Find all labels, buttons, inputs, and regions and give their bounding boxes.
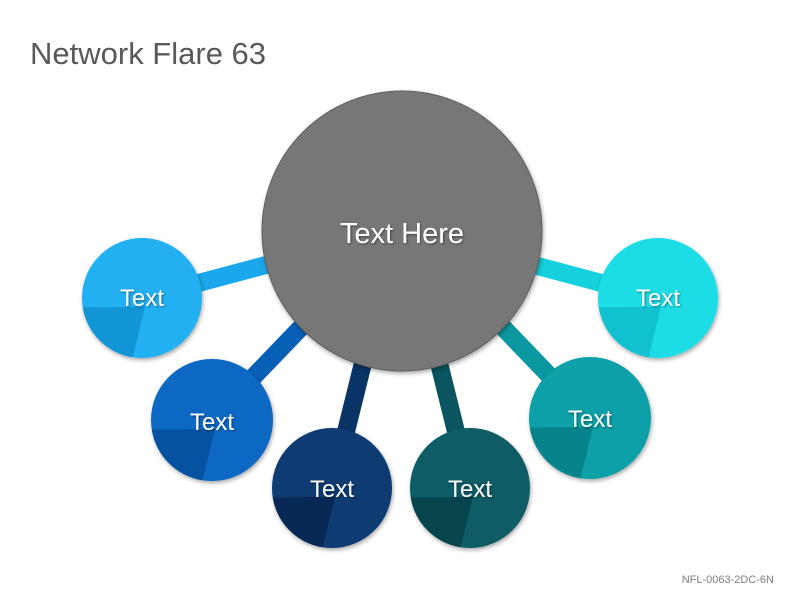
hub-node: Text Here — [261, 90, 543, 372]
satellite-node-2: Text — [151, 359, 273, 481]
satellite-node-4: Text — [410, 428, 530, 548]
page-title: Network Flare 63 — [30, 36, 267, 71]
satellite-node-5: Text — [529, 357, 651, 479]
satellite-node-6-label: Text — [636, 285, 680, 312]
satellite-node-3-facet — [272, 497, 335, 548]
satellite-node-5-label: Text — [568, 406, 612, 433]
footer-code: NFL-0063-2DC-6N — [681, 574, 774, 586]
satellite-node-2-label: Text — [190, 409, 234, 436]
satellite-node-1-facet — [82, 307, 145, 358]
satellite-node-5-facet — [529, 427, 594, 479]
hub-node-label: Text Here — [340, 218, 464, 250]
satellite-node-1: Text — [82, 238, 202, 358]
satellite-node-3-label: Text — [310, 476, 354, 503]
satellite-node-4-facet — [410, 497, 473, 548]
hub-node-bg — [261, 90, 543, 372]
satellite-node-1-label: Text — [120, 285, 164, 312]
satellite-node-2-facet — [151, 429, 216, 481]
satellite-node-4-label: Text — [448, 476, 492, 503]
satellite-node-6: Text — [598, 238, 718, 358]
satellite-node-3: Text — [272, 428, 392, 548]
satellite-node-6-facet — [598, 307, 661, 358]
